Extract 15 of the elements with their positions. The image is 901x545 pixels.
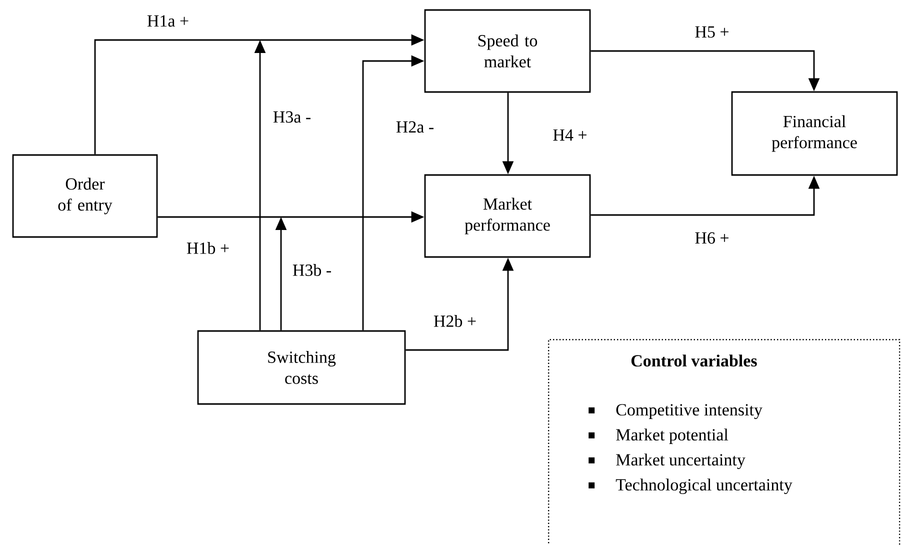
edge-label: H6 + bbox=[694, 231, 730, 245]
edge-label: H4 + bbox=[552, 128, 588, 142]
control-variables-box: Control variables Competitive intensity Market potential Market uncertainty Technological uncertainty bbox=[548, 339, 900, 545]
edge-label: H3a - bbox=[272, 110, 312, 124]
edge-label: H2a - bbox=[394, 120, 436, 134]
edge-label: H3b - bbox=[291, 263, 333, 277]
variable-box: Order of entry bbox=[12, 154, 158, 238]
edge-label: H5 + bbox=[694, 25, 730, 39]
variable-box: Market performance bbox=[424, 174, 591, 258]
edge-label: H2b + bbox=[432, 314, 478, 328]
edge-label: H1b + bbox=[185, 241, 231, 255]
variable-box: Switching costs bbox=[197, 330, 406, 405]
edge-label: H1a + bbox=[146, 14, 190, 28]
variable-box: Financial performance bbox=[731, 91, 898, 176]
variable-box: Speed to market bbox=[424, 9, 591, 93]
